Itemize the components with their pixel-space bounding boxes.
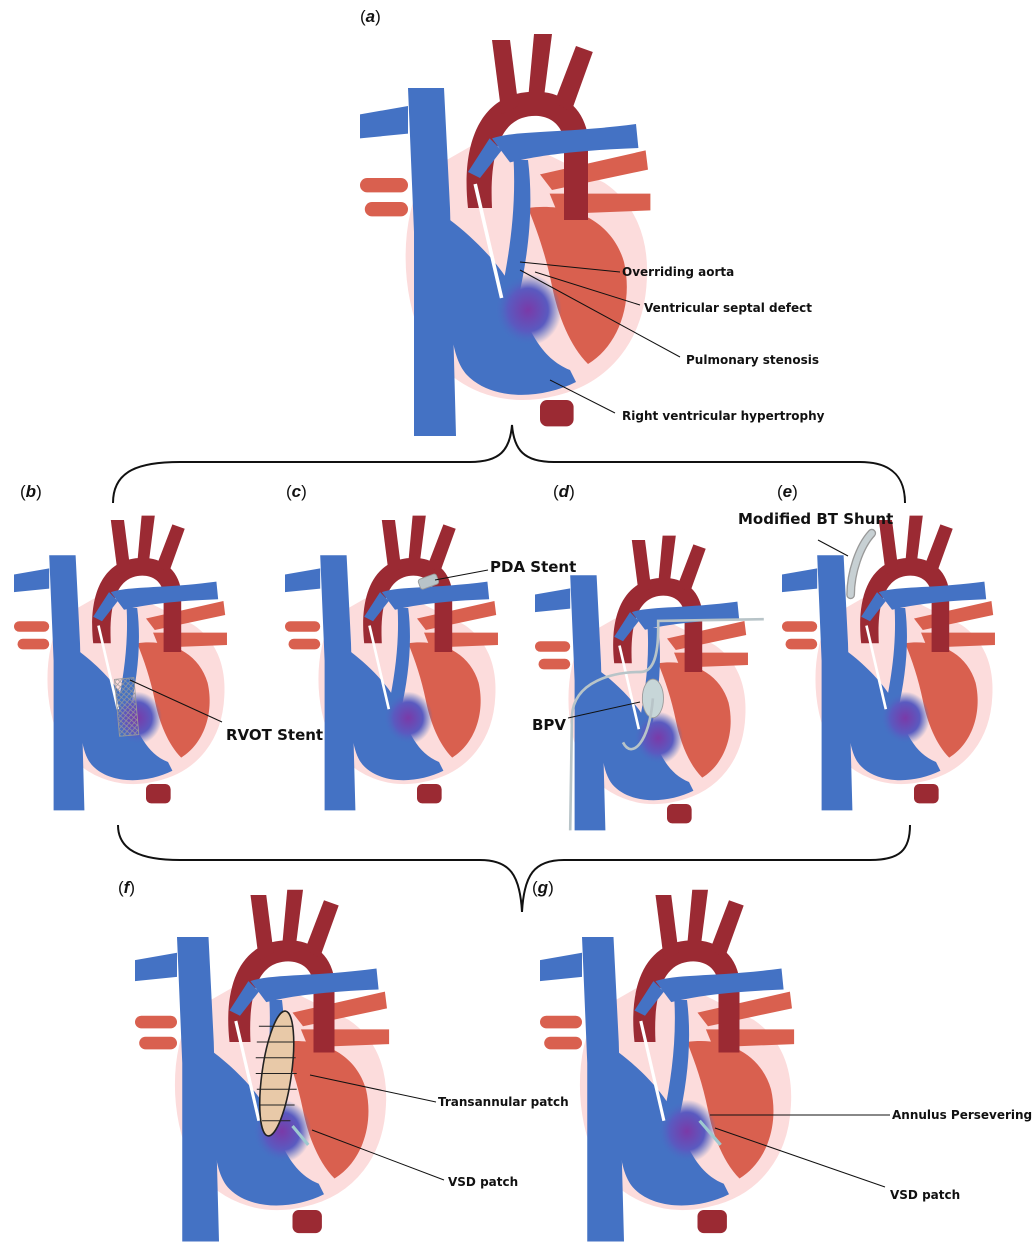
heart-d [535, 536, 764, 831]
label-vsd: Ventricular septal defect [644, 301, 812, 315]
label-transannular-patch: Transannular patch [438, 1095, 569, 1109]
panel-c-label: (c) [286, 482, 307, 501]
panel-f-label: (f) [118, 878, 135, 897]
label-rvh: Right ventricular hypertrophy [622, 409, 825, 423]
panel-a-label: (a) [360, 7, 381, 26]
label-pulmonary-stenosis: Pulmonary stenosis [686, 353, 819, 367]
heart-a [360, 34, 650, 436]
panel-d-label: (d) [553, 482, 575, 501]
panel-b-label: (b) [20, 482, 42, 501]
label-bpv: BPV [532, 716, 566, 734]
label-pda-stent: PDA Stent [490, 558, 576, 576]
heart-b [14, 516, 227, 811]
panel-e-label: (e) [777, 482, 798, 501]
label-vsd-patch-g: VSD patch [890, 1188, 960, 1202]
panel-g-label: (g) [532, 878, 554, 897]
bottom-brace [118, 825, 910, 912]
label-rvot-stent: RVOT Stent [226, 726, 323, 744]
leader-bt-shunt [818, 540, 848, 556]
heart-g [540, 890, 794, 1242]
heart-e [782, 516, 995, 811]
label-bt-shunt: Modified BT Shunt [738, 510, 893, 528]
label-vsd-patch-f: VSD patch [448, 1175, 518, 1189]
heart-f [135, 890, 389, 1242]
label-overriding-aorta: Overriding aorta [622, 265, 734, 279]
label-annulus-repair: Annulus Persevering Repair [892, 1108, 1035, 1122]
heart-c [285, 516, 498, 811]
